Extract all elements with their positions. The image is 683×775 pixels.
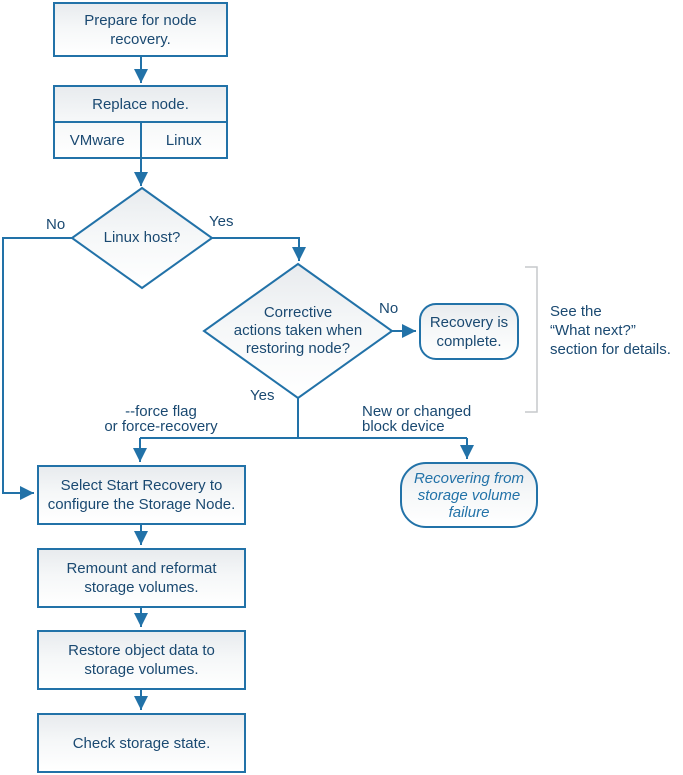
label-yes-corrective: Yes (250, 387, 275, 404)
decision-linux-host-shape (70, 186, 214, 290)
platform-linux: Linux (165, 131, 202, 149)
node-recovery-complete: Recovery is complete. (419, 303, 519, 360)
edge-linux-host-no (2, 237, 72, 500)
note-what-next: See the “What next?” section for details… (550, 303, 671, 358)
label-no-corrective: No (379, 300, 399, 317)
node-prepare-recovery: Prepare for node recovery. (53, 2, 228, 57)
node-replace-node: Replace node. VMware Linux (53, 85, 228, 159)
replace-node-label: Replace node. (55, 87, 226, 123)
note-bracket (525, 266, 538, 413)
label-new-or-changed-block-device: New or changed block device (362, 403, 472, 435)
label-force-flag: --force flag or force-recovery (104, 403, 218, 435)
edge-linux-host-yes (212, 237, 306, 261)
decision-linux-host-label: Linux host? (103, 229, 181, 246)
decision-corrective-shape (202, 262, 394, 400)
node-recovering-from-storage-volume-failure: Recovering from storage volume failure (400, 462, 538, 528)
decision-corrective-label: Corrective actions taken when restoring … (233, 304, 363, 357)
replace-node-platforms: VMware Linux (55, 123, 226, 157)
node-restore-object-data: Restore object data to storage volumes. (37, 630, 246, 690)
node-check-storage-state: Check storage state. (37, 713, 246, 773)
label-no-linux-host: No (46, 216, 66, 233)
platform-vmware: VMware (55, 123, 142, 157)
node-select-start-recovery: Select Start Recovery to configure the S… (37, 465, 246, 525)
node-remount-reformat: Remount and reformat storage volumes. (37, 548, 246, 608)
label-yes-linux-host: Yes (209, 213, 234, 230)
